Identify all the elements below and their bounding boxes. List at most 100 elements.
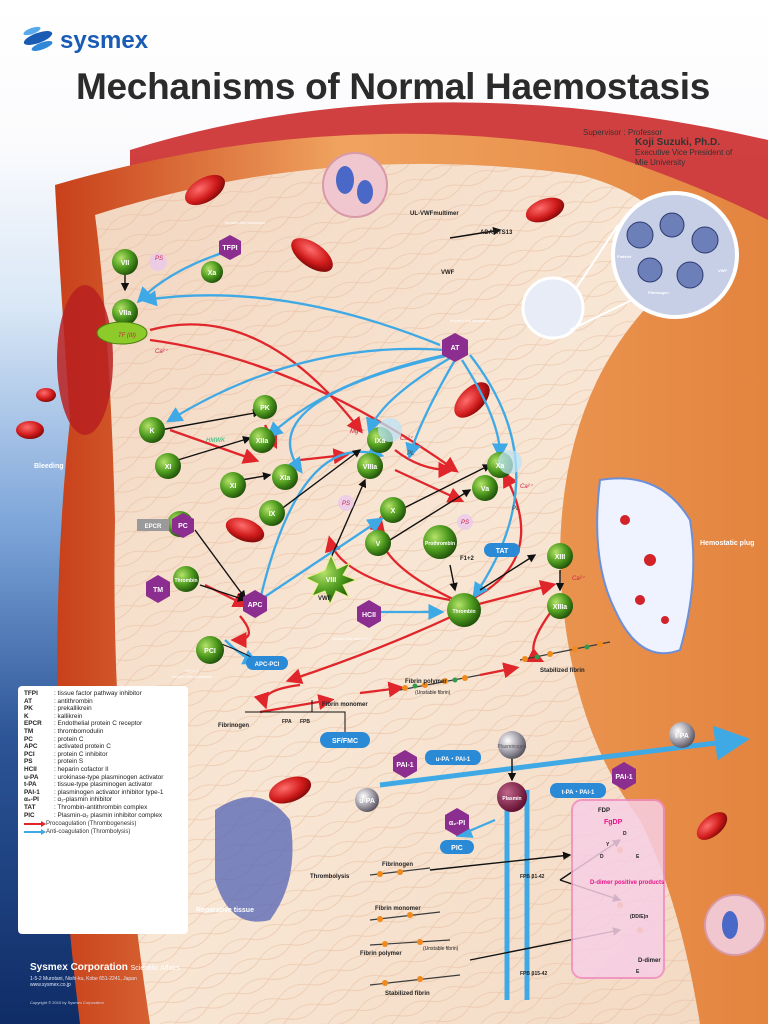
ca-4-label: Ca²⁺	[572, 575, 586, 582]
f12-label: F1+2	[460, 556, 475, 562]
heparin-like-2-label: Heparin-like substance	[450, 318, 491, 323]
ddimer-label: D-dimer	[638, 958, 661, 964]
plasminogen-node	[498, 731, 526, 759]
at-label: AT	[451, 345, 461, 352]
e1-label: E	[636, 854, 640, 860]
x-label: X	[391, 508, 396, 515]
epcr-box	[137, 519, 169, 531]
legend-abbr: EPCR	[24, 720, 42, 728]
legend-abbr: HCII	[24, 765, 37, 773]
page-title: Mechanisms of Normal Haemostasis	[76, 66, 711, 107]
legend-desc: : thrombomodulin	[54, 727, 104, 735]
legend-abbr: K	[24, 712, 29, 720]
thrombin-left-label: Thrombin	[174, 578, 197, 584]
red-blood-cells	[185, 174, 728, 840]
pai1-left-label: PAI-1	[396, 762, 413, 769]
tm-label: TM	[153, 587, 163, 594]
mg-label: Mg²⁺	[350, 428, 364, 435]
legend-desc: : α₂-plasmin inhibitor	[54, 796, 113, 804]
heparin-label: Heparin	[185, 668, 199, 673]
a2pi-label: α₂-PI	[449, 820, 465, 827]
legend-row: TAT: Thrombin-antithrombin complex	[24, 804, 165, 812]
fibrinogen-inset-label: Fibrinogen	[648, 290, 669, 295]
supervisor-institution: Mie University	[635, 158, 686, 167]
stabilized-fibrin-label: Stabilized fibrin	[540, 668, 585, 674]
legend-desc: : activated protein C	[54, 743, 111, 751]
legend-row: PC: protein C	[24, 736, 165, 744]
fdp-label: FDP	[598, 808, 610, 814]
ca-ps-bubbles	[149, 253, 522, 530]
xia-label: XIa	[280, 475, 291, 482]
ca-1-label: Ca²⁺	[155, 348, 169, 355]
heparin-like-4-label: Heparin-like substance	[172, 674, 213, 679]
ps-top-label: PS	[155, 256, 163, 262]
fpb-2-label: FPB β15-42	[520, 971, 547, 977]
white-blood-cell	[322, 152, 388, 218]
legend-abbr: α₂-PI	[24, 796, 39, 804]
tfpi-label: TFPI	[222, 245, 237, 252]
xi-2-label: XI	[230, 483, 237, 490]
bleeding-label: Bleeding	[34, 463, 64, 470]
legend-row: TFPI: tissue factor pathway inhibitor	[24, 690, 165, 698]
tat-label: TAT	[496, 548, 509, 555]
brand-logo: sysmex	[60, 27, 149, 54]
vii-label: VII	[121, 260, 130, 267]
ix-label: IX	[269, 511, 276, 518]
pai1-right-label: PAI-1	[615, 774, 632, 781]
legend-abbr: PC	[24, 735, 33, 743]
sysmex-logo-mark	[23, 26, 53, 51]
legend-abbr: AT	[24, 697, 33, 705]
platelet-inset	[611, 191, 739, 319]
legend-desc: : Thrombin-antithrombin complex	[54, 803, 148, 811]
legend-abbr: PAI-1	[24, 788, 40, 796]
adamts13-label: ADAMTS13	[480, 230, 513, 236]
xi-label: XI	[165, 464, 172, 471]
vwf-label: VWF	[441, 270, 455, 276]
legend-row: PS: protein S	[24, 758, 165, 766]
pl-2-label: PL	[512, 506, 519, 512]
vwf-low-label: VWF	[318, 596, 332, 602]
legend-desc: : urokinase-type plasminogen activator	[54, 773, 164, 781]
supervisor-block: Supervisor : Professor Koji Suzuki, Ph.D…	[583, 128, 732, 168]
y-label: Y	[606, 842, 610, 848]
footer-address: 1-5-2 Murotani, Nishi-ku, Kobe 651-2241,…	[30, 976, 137, 982]
supervisor-role: Supervisor : Professor	[583, 128, 663, 137]
tf-label: TF (III)	[118, 333, 136, 339]
apc-pci-label: APC-PCI	[255, 662, 280, 668]
inset-source	[521, 276, 585, 340]
hmwk-label: HMWK	[206, 438, 226, 444]
tpa-pai1-label: t-PA・PAI-1	[562, 790, 595, 796]
d1-label: D	[623, 831, 627, 837]
legend-desc: : Endothelial protein C receptor	[54, 720, 143, 728]
platelet-label: Platelet	[617, 254, 632, 259]
viii-label: VIII	[326, 577, 337, 584]
e2-label: E	[636, 969, 640, 975]
fibrin-polymer-2-label: Fibrin polymer	[360, 951, 402, 957]
plasmin-node	[497, 782, 527, 812]
upa-pai1-label: u-PA・PAI-1	[436, 757, 471, 763]
anticoag-arrows	[136, 250, 750, 1000]
footer-copyright: Copyright © 2010 by Sysmex Corporation	[30, 1000, 104, 1005]
footer-dept: Scientific Affairs	[130, 965, 180, 972]
xa-top-label: Xa	[208, 270, 217, 277]
heparin-like-1-label: Heparin-like substance	[225, 220, 266, 225]
legend-abbr: PCI	[24, 750, 35, 758]
legend-procoag-label: Procoagulation (Thrombogenesis)	[46, 821, 137, 828]
k-label: K	[149, 428, 154, 435]
fgdp-label: FgDP	[604, 819, 623, 826]
fpb-label: FPB	[300, 719, 310, 725]
legend-abbr: PIC	[24, 811, 35, 819]
ps-mid-label: PS	[342, 501, 350, 507]
legend-row: K: kallikrein	[24, 713, 165, 721]
footer-web[interactable]: www.sysmex.co.jp	[30, 982, 71, 988]
pk-label: PK	[260, 405, 270, 412]
legend-abbr: APC	[24, 743, 38, 751]
viia-label: VIIa	[119, 310, 132, 317]
thrombolysis-clot	[215, 797, 293, 922]
fibrin-monomer-label: Fibrin monomer	[322, 702, 368, 708]
xa-mid-label: Xa	[496, 463, 505, 470]
footer-corp: Sysmex Corporation Scientific Affairs	[30, 962, 180, 973]
legend-row: TM: thrombomodulin	[24, 728, 165, 736]
